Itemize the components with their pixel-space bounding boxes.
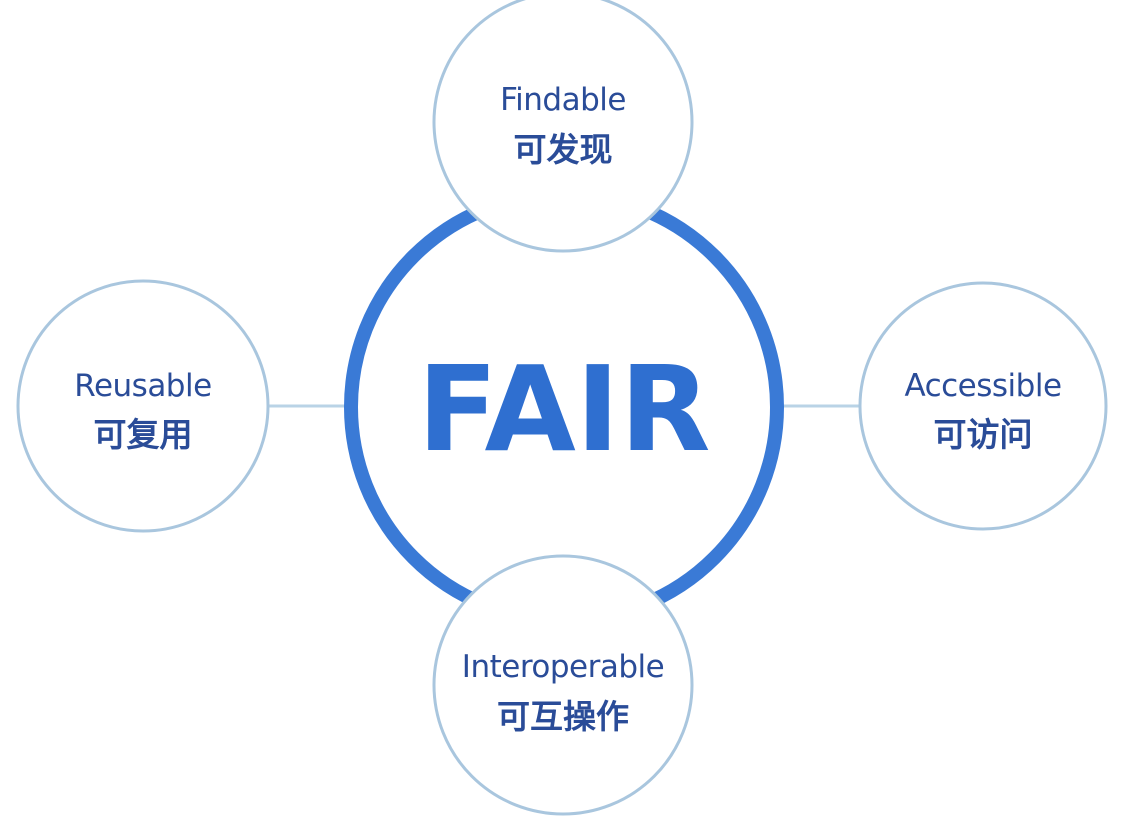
node-reusable-subtitle: 可复用	[94, 415, 193, 454]
node-reusable-circle	[16, 279, 270, 533]
node-interoperable: Interoperable 可互操作	[432, 554, 694, 816]
node-accessible-circle	[858, 281, 1108, 531]
node-findable-circle	[432, 0, 694, 253]
node-accessible: Accessible 可访问	[858, 281, 1108, 531]
node-accessible-subtitle: 可访问	[934, 415, 1033, 454]
node-reusable: Reusable 可复用	[16, 279, 270, 533]
node-findable: Findable 可发现	[432, 0, 694, 253]
node-findable-subtitle: 可发现	[514, 130, 613, 169]
node-interoperable-circle	[432, 554, 694, 816]
node-interoperable-title: Interoperable	[462, 649, 664, 685]
node-interoperable-subtitle: 可互操作	[497, 697, 629, 736]
node-findable-title: Findable	[500, 82, 626, 118]
center-label: FAIR	[417, 340, 710, 478]
node-reusable-title: Reusable	[74, 368, 211, 404]
node-accessible-title: Accessible	[904, 368, 1061, 404]
